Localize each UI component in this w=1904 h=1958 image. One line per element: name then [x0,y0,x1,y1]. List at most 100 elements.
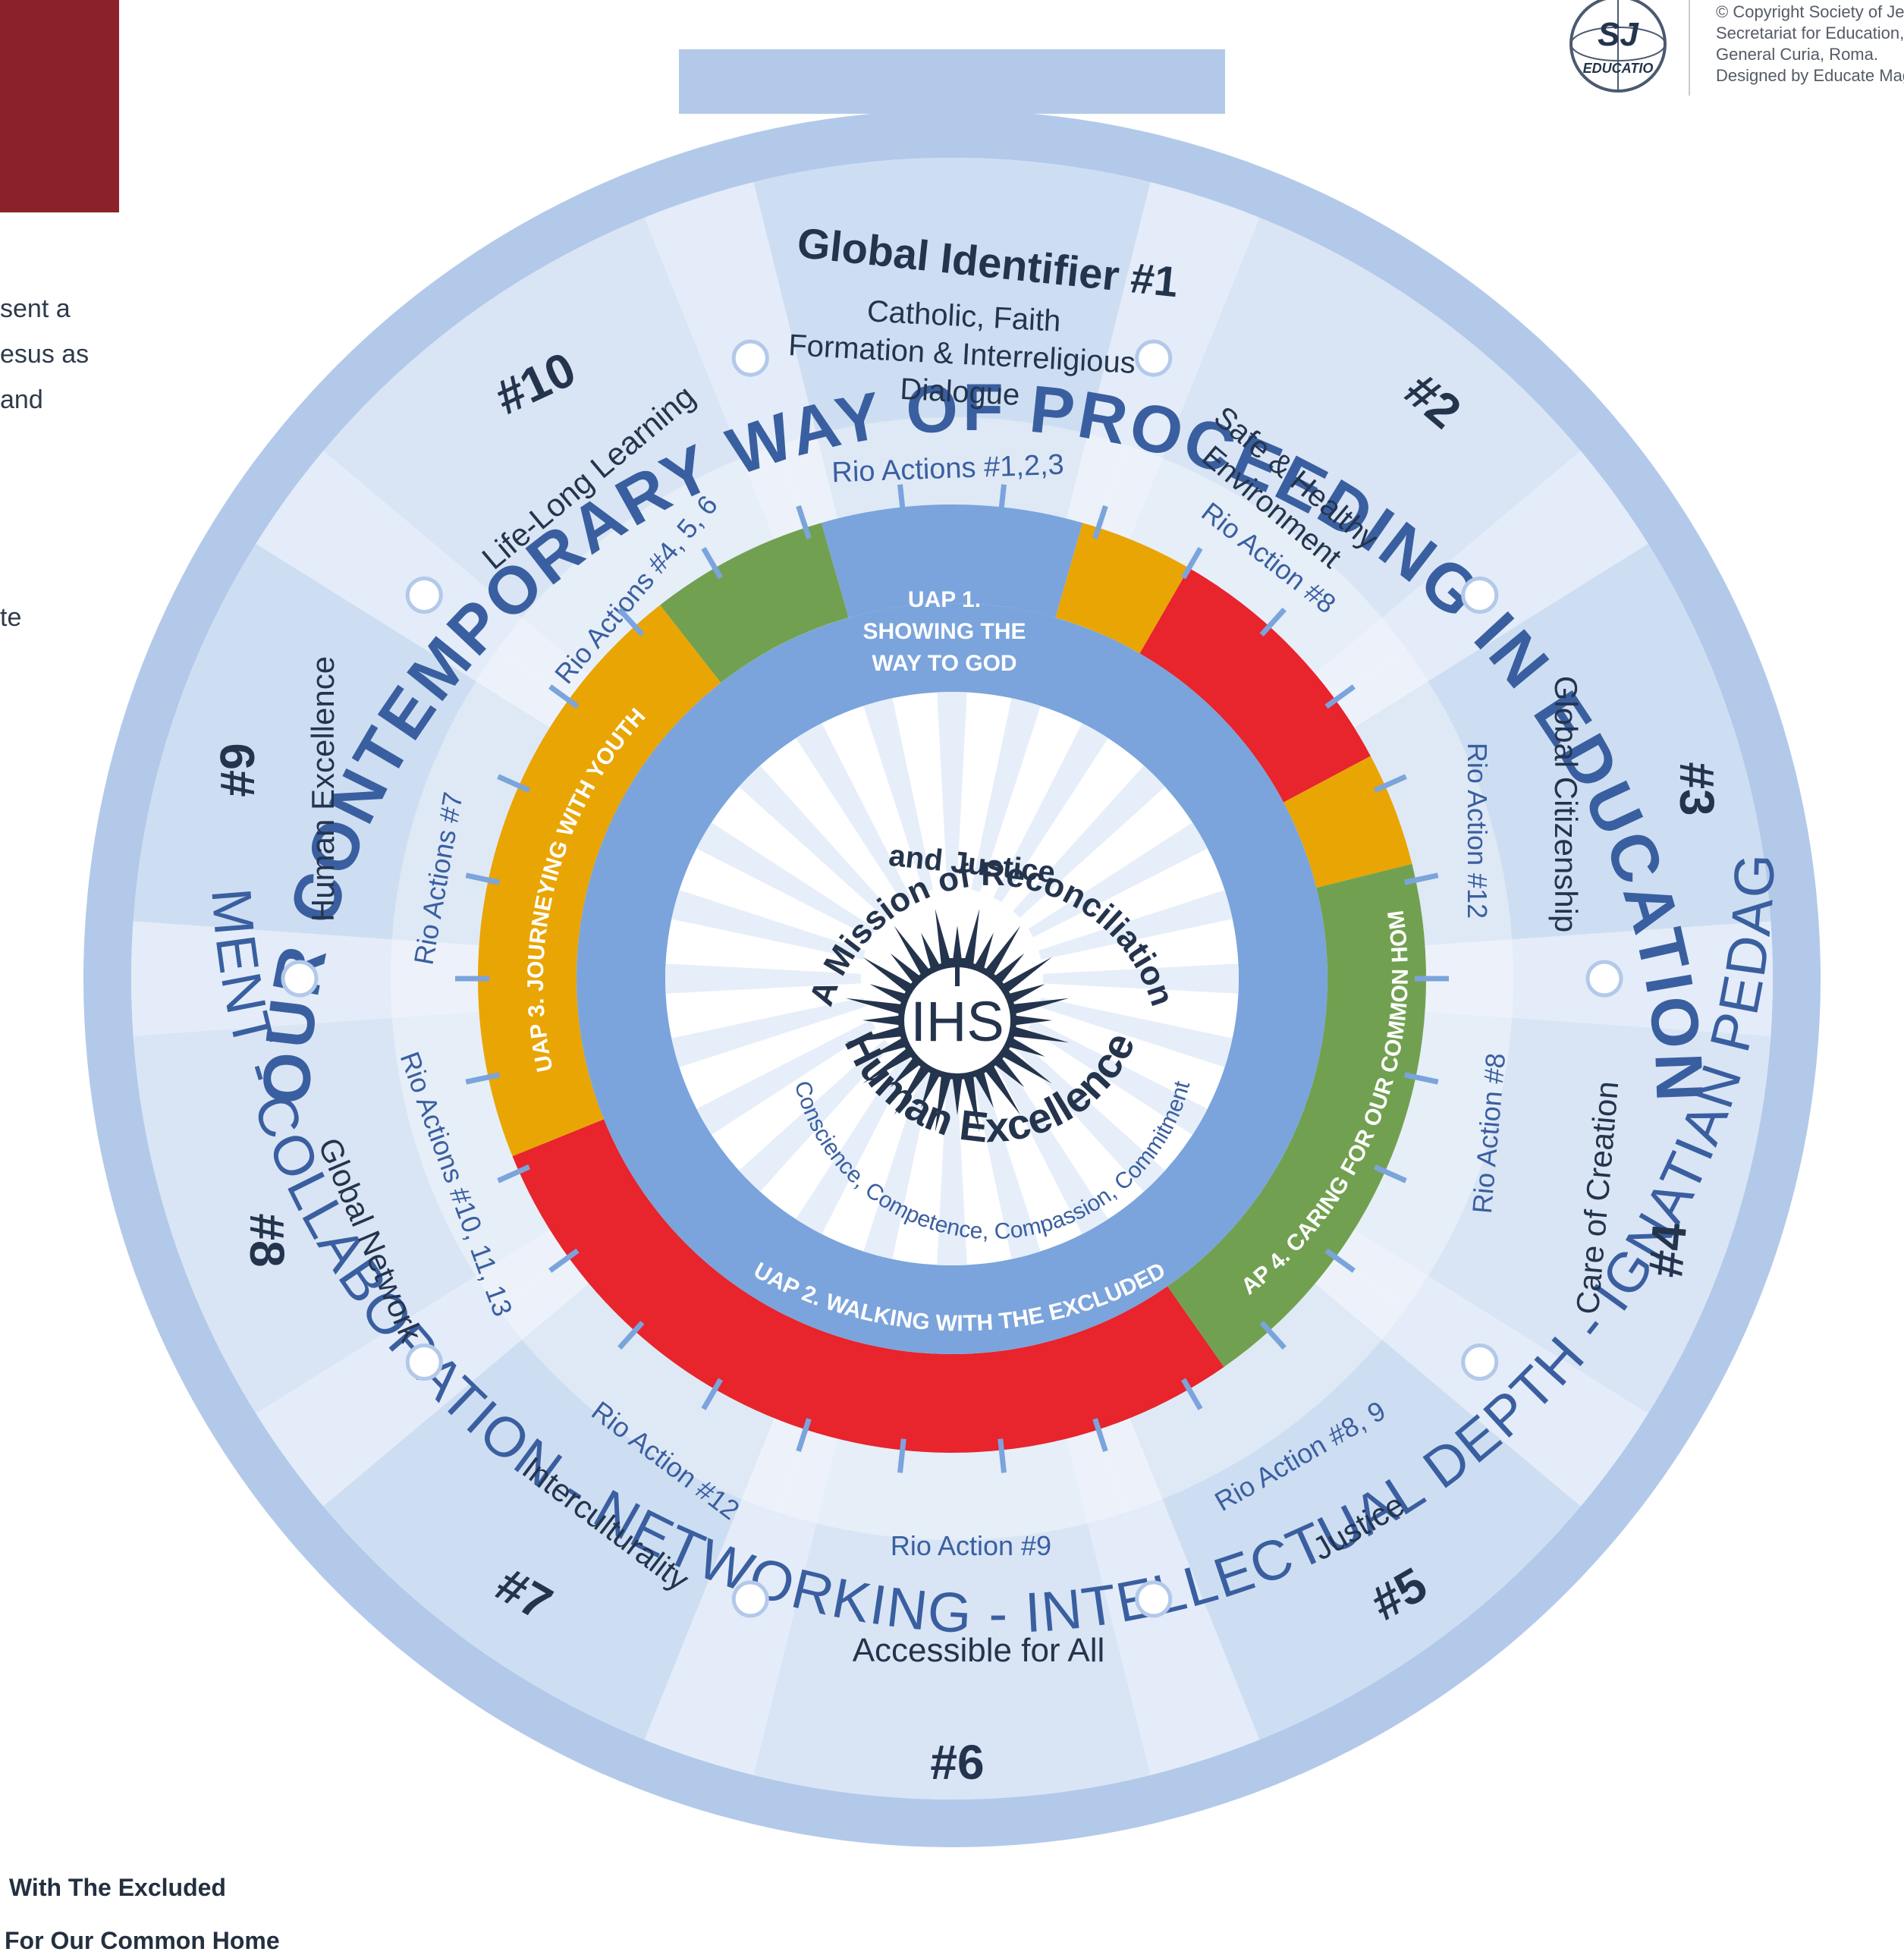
sector-edge [256,496,646,778]
connector-arrow [1092,1418,1108,1453]
sector-edge [644,197,835,627]
sunburst-ray [869,1037,907,1057]
identifier-number-9: #9 [210,743,265,797]
bidirectional-arrow [1135,1580,1173,1618]
sunburst-ray [890,953,921,984]
sunburst-ray [1001,957,1052,993]
center-ray [1013,765,1165,918]
center-ray [671,890,866,960]
connector-arrow [1373,774,1407,794]
sj-educatio-logo: SJ EDUCATIO [1569,0,1667,93]
connector-arrow [465,1072,501,1085]
identifier-sectors [131,158,1773,1799]
connector-arrow [1092,504,1108,539]
sunburst-ray [921,932,941,970]
connector-arrow [897,1438,906,1473]
connector-arrow [796,1418,812,1453]
connector-arrow [497,774,531,794]
bidirectional-arrow [405,1343,443,1381]
connector-arrow [617,1320,645,1350]
identifier-sector-1 [753,158,1151,611]
connector-arrow [1259,1320,1287,1350]
sunburst-ray [894,926,930,976]
center-ray [993,723,1108,903]
maroon-header-block [0,0,119,212]
connector-arrow [1403,1072,1439,1085]
bidirectional-arrow [405,577,443,614]
sector-edge [1258,1179,1648,1461]
sunburst-ray [869,984,907,1004]
sector-edge [1069,197,1260,627]
center-ray [937,691,967,888]
center-ray [1038,997,1233,1067]
logo-mark: SJ [1598,16,1639,53]
logo-word: EDUCATIO [1583,61,1654,76]
sunburst-ray [994,1057,1025,1088]
sunburst-ray [1007,1037,1045,1057]
uap4-segment [1167,863,1426,1367]
uap2-segment [512,1119,1224,1453]
sector-edge [644,1330,835,1760]
sector-edge [131,921,574,979]
identifier-sector-6 [753,1347,1151,1799]
sunburst-ray [952,926,963,964]
sector-edge [1330,921,1773,979]
sunburst-ray [985,1064,1021,1115]
center-ray [863,1065,934,1259]
legend-common-home: For Our Common Home [5,1927,280,1954]
sector-edge [698,1339,861,1775]
center-ray [970,1065,1041,1259]
sector-edge [1043,1339,1206,1775]
connector-arrow [998,484,1007,519]
connector-arrow [1324,1248,1356,1273]
identifier-title-6: Accessible for All [853,1632,1105,1669]
copyright-line-2: Secretariat for Education, [1716,24,1904,42]
sector-edge [287,451,661,756]
center-ray [796,1054,911,1234]
sunburst-ray [862,1015,901,1026]
sunburst-ray [963,1075,980,1133]
uap4-segment-top [660,523,849,683]
sunburst-ray [963,908,980,966]
connector-arrow [1180,547,1203,580]
center-ray [696,1020,876,1135]
center-ray [970,698,1041,892]
uap1-line-3: WAY TO GOD [872,651,1016,676]
sunburst-ray [862,1048,913,1084]
sector-edge [287,1201,661,1507]
center-ray [739,765,891,918]
sector-edge [131,979,574,1036]
center-ray [1013,1039,1165,1192]
connector-arrow [1373,1164,1407,1183]
uap-band [478,504,1426,1453]
center-ray [739,1039,891,1192]
center-ray [1028,822,1208,938]
uap2-segment-red [1139,567,1371,803]
sunburst-ray [1001,1048,1052,1084]
sunburst-ray [985,926,1021,976]
sunburst-ray [894,1064,930,1115]
uap1-line-2: SHOWING THE [863,619,1026,644]
sector-edge [256,1179,646,1461]
sunburst-ray [974,932,994,970]
center-ray [993,1054,1108,1234]
identifier-number-4: #4 [1638,1221,1697,1280]
bidirectional-arrow [731,339,769,377]
sunburst-ray [890,1057,921,1088]
connector-arrow [1259,607,1287,637]
uap3-segment [478,605,721,1157]
connector-arrows [281,339,1623,1618]
sunburst-ray [921,1070,941,1108]
sector-edge [1258,496,1648,778]
bidirectional-arrow [281,960,319,998]
center-ray [1042,963,1239,994]
sector-edge [698,182,861,618]
center-ray [696,822,876,938]
connector-arrow [548,684,580,709]
rio-actions-6: Rio Action #9 [891,1530,1051,1561]
sunburst-ray [845,998,903,1014]
sunburst-ray [845,1026,903,1043]
copyright-line-4: Designed by Educate Mag [1716,66,1904,85]
sector-edge [1243,451,1617,756]
side-text-line-1: sent a [0,294,71,323]
